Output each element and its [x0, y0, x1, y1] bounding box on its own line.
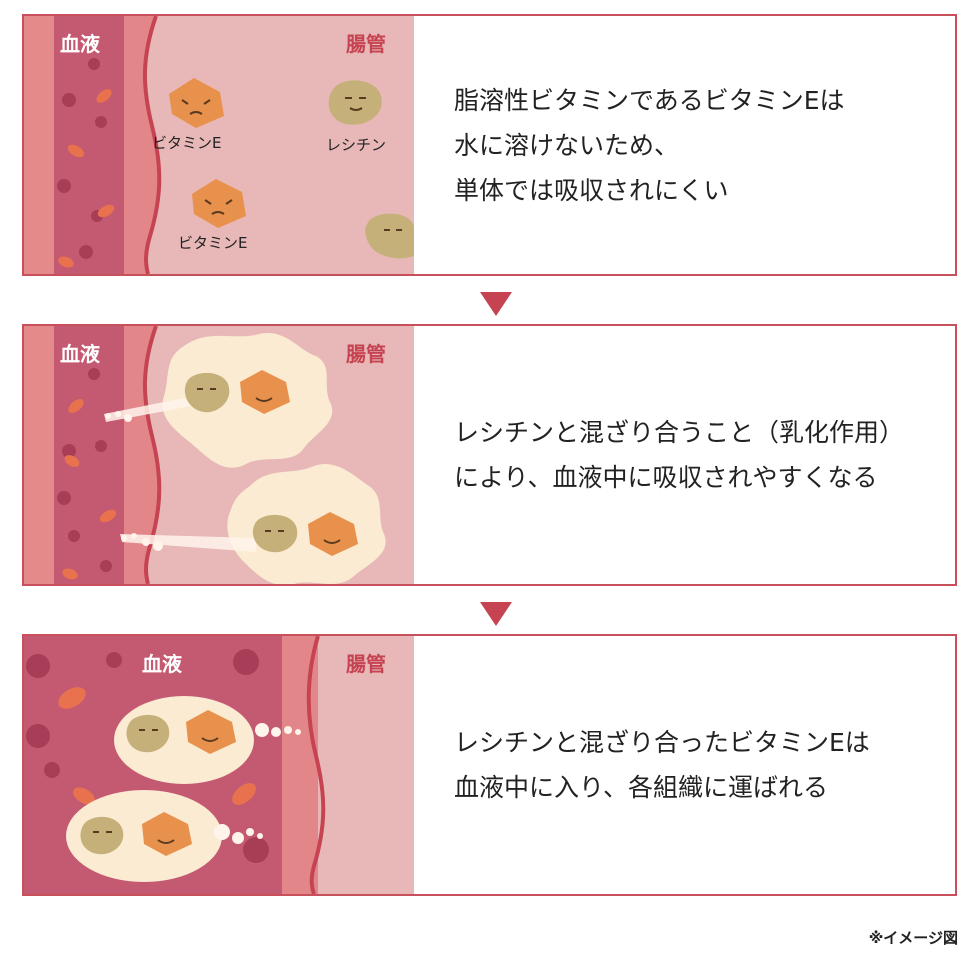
- vitamin-e-character: [240, 370, 290, 414]
- panel-step-3: 血液 腸管 レシチンと混ざり合ったビタミンEは 血液中に入り、各組織に運ばれる: [22, 634, 957, 896]
- panel-step-2: 血液 腸管 レシチンと混ざり合うこと（乳化作用） により、血液中に吸収されやすく…: [22, 324, 957, 586]
- explanation-text: レシチンと混ざり合ったビタミンEは 血液中に入り、各組織に運ばれる: [454, 636, 944, 894]
- explanation-text: 脂溶性ビタミンであるビタミンEは 水に溶けないため、 単体では吸収されにくい: [454, 16, 944, 274]
- intestine-label: 腸管: [346, 342, 386, 366]
- lecithin-character: [126, 714, 170, 753]
- panel-3-scene: [24, 636, 414, 894]
- text-line: 脂溶性ビタミンであるビタミンEは: [454, 85, 845, 115]
- image-note: ※イメージ図: [868, 929, 958, 947]
- blood-label: 血液: [60, 32, 100, 56]
- text-line: レシチンと混ざり合ったビタミンEは: [454, 728, 870, 757]
- blood-label: 血液: [60, 342, 100, 366]
- lecithin-character-2: [365, 213, 414, 259]
- panel-step-1: 血液 腸管 ビタミンE レシチン ビタミンE 脂溶性ビタミンであるビタミンEは …: [22, 14, 957, 276]
- lecithin-label: レシチン: [326, 136, 387, 154]
- vitamin-e-character-2: [142, 812, 192, 856]
- vitamin-e-character: [169, 78, 224, 128]
- intestine-label: 腸管: [346, 652, 386, 676]
- panel-2-scene: [24, 326, 414, 584]
- blood-label: 血液: [142, 652, 182, 676]
- text-line: 血液中に入り、各組織に運ばれる: [454, 773, 829, 802]
- intestine-label: 腸管: [346, 32, 386, 56]
- lecithin-character-2: [80, 816, 124, 855]
- lecithin-character: [184, 372, 230, 413]
- vitamin-e-label: ビタミンE: [152, 134, 222, 152]
- text-line: 水に溶けないため、: [454, 130, 680, 160]
- vitamin-e-character-2: [308, 512, 358, 556]
- panel-1-scene: [24, 16, 414, 274]
- vitamin-e-label-2: ビタミンE: [178, 234, 248, 252]
- vitamin-e-character-2: [192, 179, 246, 228]
- text-line: レシチンと混ざり合うこと（乳化作用）: [454, 418, 905, 447]
- down-arrow-icon-2: [480, 602, 512, 626]
- lecithin-character: [328, 80, 382, 125]
- down-arrow-icon: [480, 292, 512, 316]
- vitamin-e-character: [186, 710, 236, 754]
- explanation-text: レシチンと混ざり合うこと（乳化作用） により、血液中に吸収されやすくなる: [454, 326, 944, 584]
- lecithin-character-2: [252, 514, 298, 553]
- text-line: 単体では吸収されにくい: [454, 175, 729, 205]
- text-line: により、血液中に吸収されやすくなる: [454, 463, 878, 492]
